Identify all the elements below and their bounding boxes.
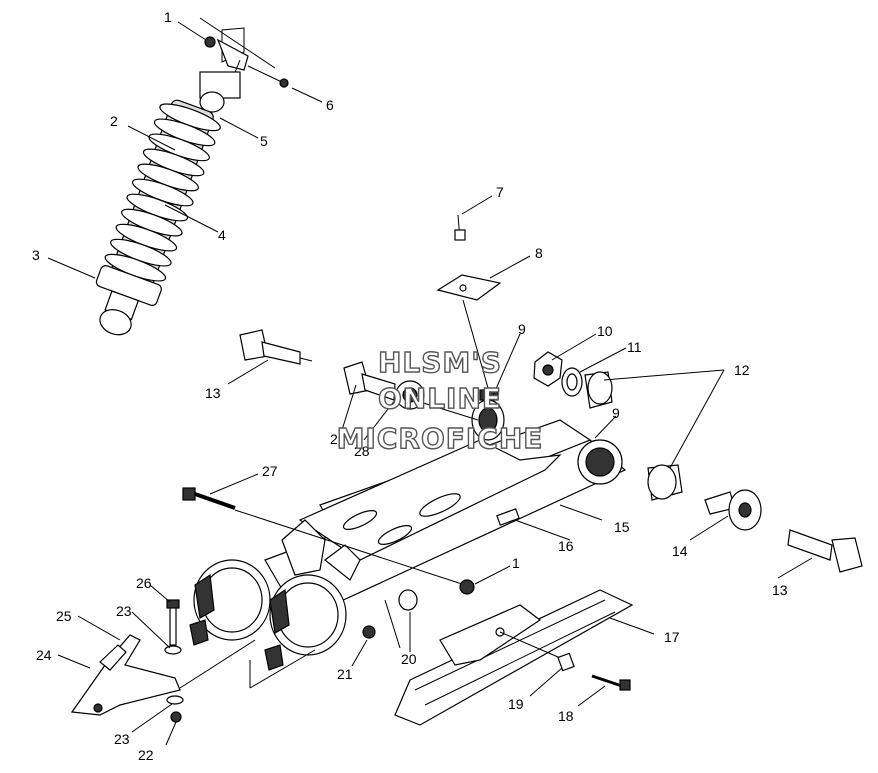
swing-arm [189, 419, 627, 689]
callout-16: 16 [558, 538, 574, 554]
callout-6: 6 [326, 97, 334, 113]
callout-8: 8 [535, 245, 543, 261]
callout-5: 5 [260, 133, 268, 149]
nut-21 [362, 625, 376, 639]
callout-19: 19 [508, 696, 524, 712]
bolt-27 [182, 487, 466, 586]
callout-22: 22 [138, 747, 154, 763]
callout-27: 27 [262, 463, 278, 479]
callout-1: 1 [164, 9, 172, 25]
watermark-line-1: HLSM'S [378, 346, 502, 379]
watermark: HLSM'S ONLINE MICROFICHE [336, 345, 544, 455]
callout-7: 7 [496, 184, 504, 200]
callout-23-upper: 23 [116, 603, 132, 619]
callout-20: 20 [401, 651, 417, 667]
callout-26: 26 [136, 575, 152, 591]
callout-13-left: 13 [205, 385, 221, 401]
plate-8 [436, 214, 502, 396]
callout-25: 25 [56, 608, 72, 624]
callout-17: 17 [664, 629, 680, 645]
watermark-line-2: ONLINE [378, 382, 502, 415]
callout-1-lower: 1 [512, 555, 520, 571]
callout-9-lower: 9 [612, 405, 620, 421]
callout-10: 10 [597, 323, 613, 339]
leader-lines [47, 21, 813, 746]
slider-17 [394, 589, 634, 726]
callout-29: 29 [330, 431, 346, 447]
callout-23-lower: 23 [114, 731, 130, 747]
hardware-10-11-12 [533, 351, 683, 501]
callout-13-right: 13 [772, 582, 788, 598]
callout-12: 12 [734, 362, 750, 378]
nut-1-lower [459, 579, 475, 595]
spacer-19-bolt-18 [557, 652, 631, 691]
pivot-bolt-13-right [787, 529, 863, 573]
callout-15: 15 [614, 519, 630, 535]
brace-24-25 [70, 599, 256, 723]
shock-absorber [95, 17, 289, 336]
watermark-line-3: MICROFICHE [337, 422, 544, 455]
pivot-bolt-13-left [239, 329, 313, 365]
callout-3: 3 [32, 247, 40, 263]
callout-21: 21 [337, 666, 353, 682]
bushing-9 [471, 389, 505, 441]
callout-2: 2 [110, 113, 118, 129]
pivot-bolt-14 [704, 489, 762, 531]
bushing-28-29 [343, 361, 479, 421]
washer-20 [398, 589, 418, 611]
callout-4: 4 [218, 227, 226, 243]
callout-9-upper: 9 [518, 321, 526, 337]
callout-24: 24 [36, 647, 52, 663]
callout-14: 14 [672, 543, 688, 559]
callouts: 1 2 3 4 5 6 7 8 9 9 10 11 12 13 13 14 15… [32, 9, 788, 763]
callout-28: 28 [354, 443, 370, 459]
callout-11: 11 [627, 339, 642, 355]
callout-18: 18 [558, 708, 574, 724]
